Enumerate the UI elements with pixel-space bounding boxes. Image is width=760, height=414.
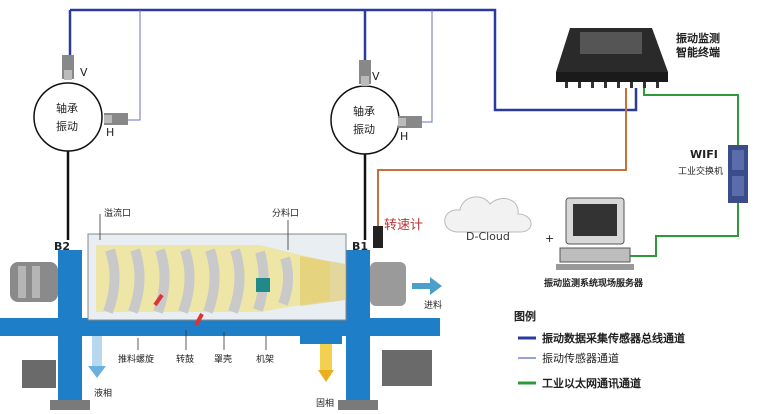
sensor-plug-right-v	[359, 60, 371, 86]
legend-item-bus: 振动数据采集传感器总线通道	[542, 332, 685, 345]
feed-label: 进料	[424, 301, 443, 311]
bearing-right-h: H	[400, 130, 409, 143]
liquid-label: 液相	[94, 389, 113, 399]
legend-item-sensor: 振动传感器通道	[542, 352, 619, 365]
switch-label-2: 工业交换机	[678, 167, 724, 177]
switch-label-1: WIFI	[690, 148, 718, 161]
bearing-left-circle	[33, 82, 103, 152]
plus-sign: +	[545, 232, 555, 245]
point-b1: B1	[352, 240, 369, 253]
point-b2: B2	[54, 240, 71, 253]
server-label: 振动监测系统现场服务器	[544, 279, 644, 289]
split-port-label: 分料口	[272, 209, 300, 219]
bearing-right-label-1: 轴承	[353, 105, 375, 118]
sensor-plug-left-v	[62, 55, 74, 80]
bearing-right-v: V	[372, 70, 380, 83]
overflow-port-label: 溢流口	[104, 209, 132, 219]
bearing-right-label-2: 振动	[353, 123, 375, 136]
legend-title: 图例	[514, 310, 536, 323]
bearing-left-label-1: 轴承	[56, 102, 78, 115]
housing-label: 罩壳	[214, 355, 233, 365]
wifi-switch-icon	[728, 145, 748, 203]
tachometer-probe	[373, 226, 383, 248]
screw-label: 推料螺旋	[118, 355, 155, 365]
sensor-plug-left-h	[104, 113, 128, 125]
bearing-left-h: H	[106, 126, 115, 139]
bearing-left-v: V	[80, 66, 88, 79]
sensor-lines	[128, 10, 433, 123]
drum-label: 转鼓	[176, 355, 195, 365]
centrifuge-machine	[0, 233, 442, 410]
legend-item-ethernet: 工业以太网通讯通道	[542, 377, 641, 390]
bearing-right-circle	[330, 85, 400, 155]
cloud-label: D-Cloud	[466, 230, 510, 243]
bus-lines	[68, 8, 638, 112]
frame-label: 机架	[256, 355, 275, 365]
bearing-left-label-2: 振动	[56, 120, 78, 133]
terminal-device	[556, 28, 668, 88]
sensor-plug-right-h	[398, 116, 422, 128]
cloud-icon	[444, 196, 532, 233]
tachometer-label: 转速计	[384, 218, 424, 233]
terminal-label-1: 振动监测	[676, 32, 720, 45]
tachometer-line	[377, 88, 627, 228]
ethernet-lines	[628, 88, 739, 257]
terminal-label-2: 智能终端	[676, 46, 720, 59]
solid-label: 固相	[316, 399, 335, 409]
server-computer-icon	[556, 197, 634, 270]
